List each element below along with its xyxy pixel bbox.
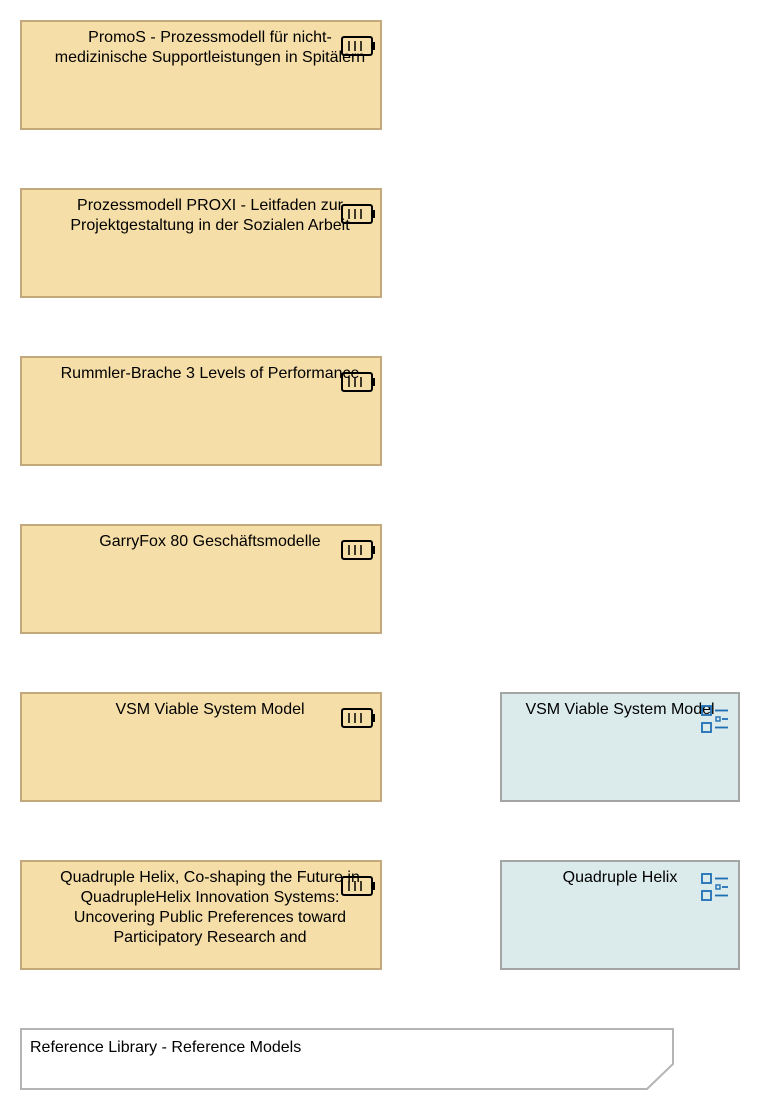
product-icon [341,540,375,560]
node-label: Quadruple Helix, Co-shaping the Future i… [60,869,360,946]
note-shape [20,1028,674,1090]
node-label: VSM Viable System Model [115,701,305,718]
product-icon [341,876,375,896]
product-node-garryfox[interactable]: GarryFox 80 Geschäftsmodelle [20,524,382,634]
product-icon [341,36,375,56]
product-node-promos[interactable]: PromoS - Prozessmodell für nicht-medizin… [20,20,382,130]
product-node-rummler-brache[interactable]: Rummler-Brache 3 Levels of Performance [20,356,382,466]
reference-library-note[interactable]: Reference Library - Reference Models [20,1028,675,1090]
node-label: Prozessmodell PROXI - Leitfaden zur Proj… [70,197,350,234]
representation-icon [701,705,728,733]
note-label: Reference Library - Reference Models [30,1039,302,1056]
node-label: VSM Viable System Model [525,701,715,718]
grouping-node-quadruple-helix[interactable]: Quadruple Helix [500,860,740,970]
grouping-node-vsm[interactable]: VSM Viable System Model [500,692,740,802]
product-icon [341,204,375,224]
node-label: Quadruple Helix [562,869,678,886]
product-node-quadruple-helix[interactable]: Quadruple Helix, Co-shaping the Future i… [20,860,382,970]
product-icon [341,372,375,392]
product-node-proxi[interactable]: Prozessmodell PROXI - Leitfaden zur Proj… [20,188,382,298]
node-label: GarryFox 80 Geschäftsmodelle [99,533,321,550]
product-node-vsm[interactable]: VSM Viable System Model [20,692,382,802]
node-label: Rummler-Brache 3 Levels of Performance [60,365,360,382]
node-label: PromoS - Prozessmodell für nicht-medizin… [54,29,366,66]
product-icon [341,708,375,728]
representation-icon [701,873,728,901]
